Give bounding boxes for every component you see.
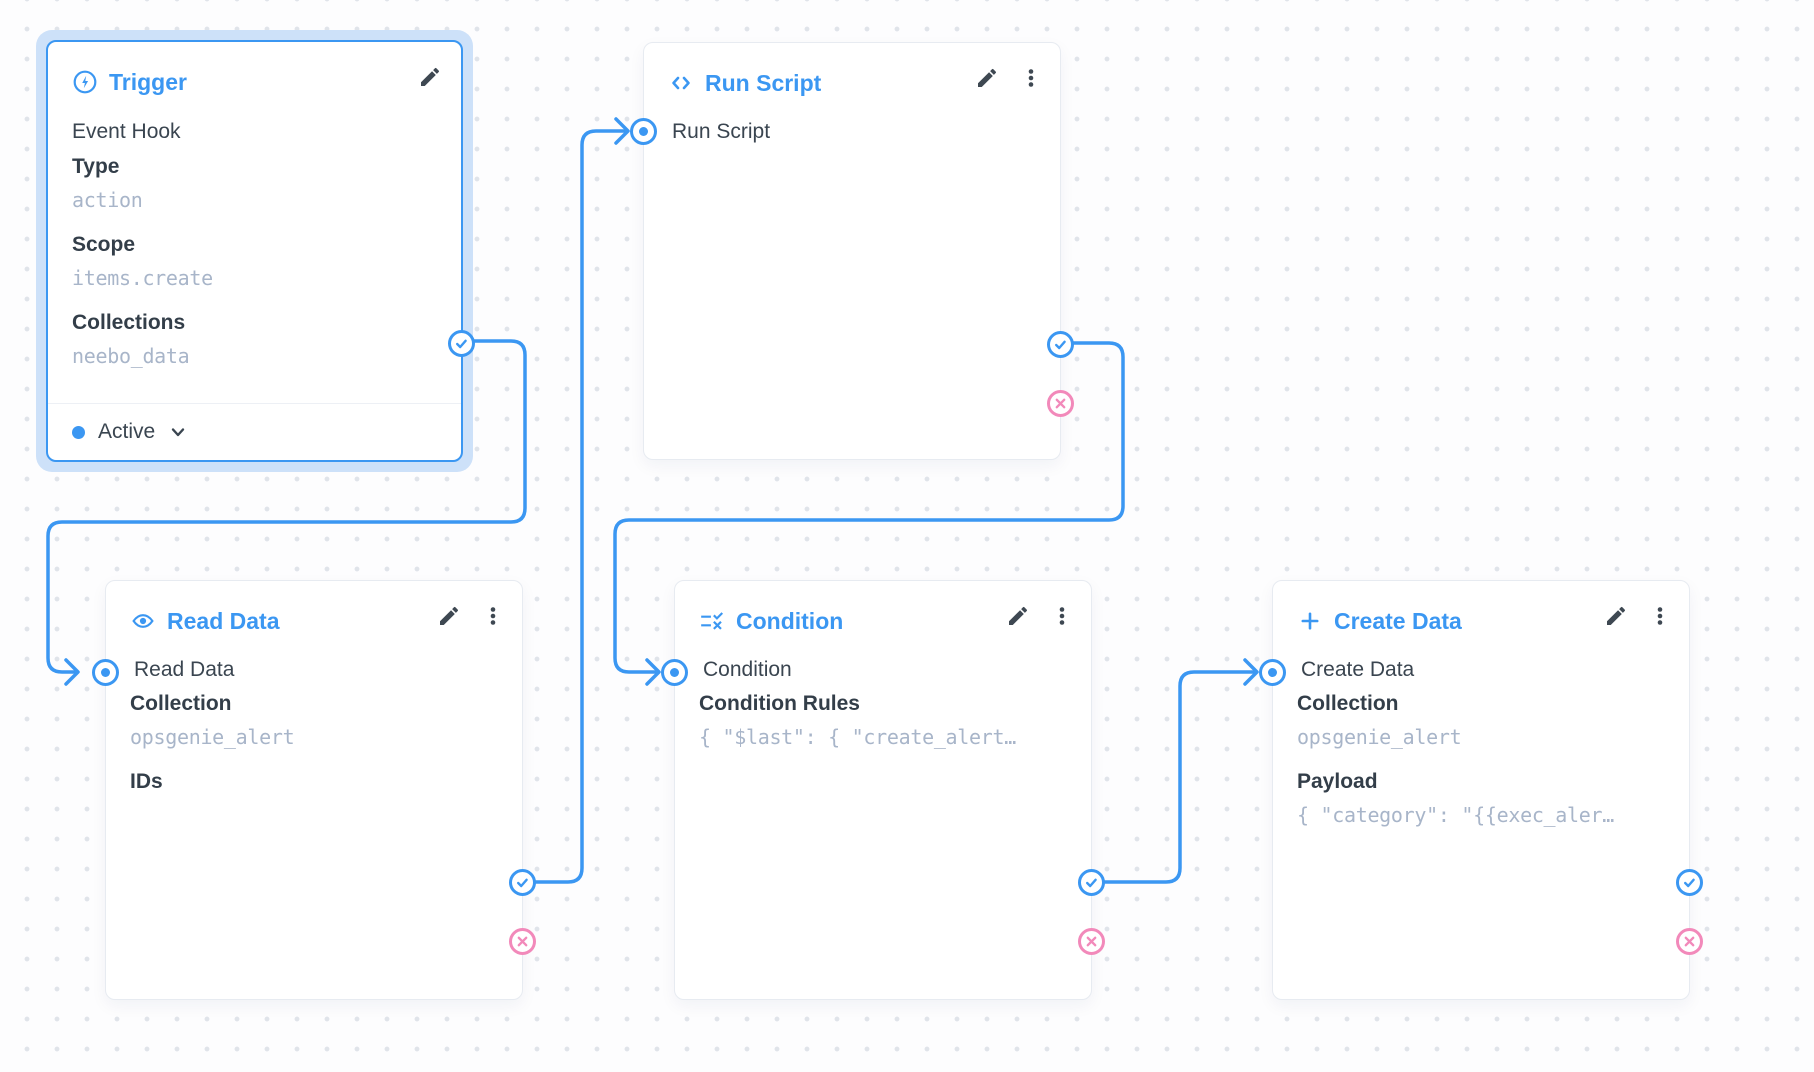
resolve-port[interactable] bbox=[1078, 869, 1105, 896]
rule-icon bbox=[699, 608, 725, 634]
reject-port[interactable] bbox=[1047, 390, 1074, 417]
node-title: Condition bbox=[736, 607, 844, 634]
edit-button[interactable] bbox=[417, 64, 443, 90]
field-label: Payload bbox=[1297, 770, 1378, 793]
status-active-dot bbox=[72, 425, 85, 439]
edit-button[interactable] bbox=[436, 603, 462, 629]
arrowhead-create-data bbox=[1243, 658, 1259, 686]
arrowhead-run-script bbox=[614, 117, 630, 145]
edit-button[interactable] bbox=[974, 65, 1000, 91]
field-label: Type bbox=[72, 155, 120, 178]
node-read-data[interactable]: Read Data Read Data Collection opsgenie_… bbox=[92, 580, 536, 1000]
field-label: Condition Rules bbox=[699, 692, 860, 715]
input-port-label: Condition bbox=[703, 658, 792, 681]
connection-condition-to-create-data bbox=[1092, 670, 1257, 884]
chevron-down-icon bbox=[168, 422, 188, 442]
field-value: opsgenie_alert bbox=[130, 725, 295, 749]
connection-trigger-to-read-data bbox=[46, 339, 527, 674]
input-port[interactable] bbox=[630, 118, 657, 145]
more-options-button[interactable] bbox=[1049, 603, 1075, 629]
field-label: IDs bbox=[130, 770, 163, 793]
node-title: Trigger bbox=[109, 68, 187, 95]
arrowhead-condition bbox=[645, 658, 661, 686]
trigger-selection-halo: Trigger Event Hook Type action Scope ite… bbox=[36, 30, 475, 472]
more-options-button[interactable] bbox=[1018, 65, 1044, 91]
field-value: { "$last": { "create_alert… bbox=[699, 725, 1017, 749]
resolve-port[interactable] bbox=[1676, 869, 1703, 896]
field-value: opsgenie_alert bbox=[1297, 725, 1462, 749]
more-options-button[interactable] bbox=[1647, 603, 1673, 629]
node-trigger[interactable]: Trigger Event Hook Type action Scope ite… bbox=[46, 40, 475, 462]
field-label: Collections bbox=[72, 311, 186, 334]
code-icon bbox=[668, 70, 694, 96]
node-create-data[interactable]: Create Data Create Data Collection opsge… bbox=[1259, 580, 1703, 1000]
status-label: Active bbox=[98, 420, 156, 443]
more-options-button[interactable] bbox=[480, 603, 506, 629]
field-value: action bbox=[72, 188, 143, 212]
input-port[interactable] bbox=[1259, 659, 1286, 686]
field-value: neebo_data bbox=[72, 344, 190, 368]
edit-button[interactable] bbox=[1005, 603, 1031, 629]
field-value: { "category": "{{exec_aler… bbox=[1297, 803, 1615, 827]
arrowhead-read-data bbox=[64, 658, 80, 686]
connection-run-script-to-condition bbox=[613, 341, 1125, 674]
plus-icon bbox=[1297, 608, 1323, 634]
input-port[interactable] bbox=[92, 659, 119, 686]
bolt-circle-icon bbox=[72, 69, 98, 95]
resolve-port[interactable] bbox=[1047, 331, 1074, 358]
node-title: Read Data bbox=[167, 607, 280, 634]
node-title: Create Data bbox=[1334, 607, 1462, 634]
field-label: Collection bbox=[1297, 692, 1399, 715]
input-port-label: Read Data bbox=[134, 658, 235, 681]
node-condition[interactable]: Condition Condition Condition Rules { "$… bbox=[661, 580, 1105, 1000]
input-port[interactable] bbox=[661, 659, 688, 686]
reject-port[interactable] bbox=[1078, 928, 1105, 955]
status-dropdown[interactable]: Active bbox=[48, 403, 461, 460]
resolve-port[interactable] bbox=[448, 330, 475, 357]
edit-button[interactable] bbox=[1603, 603, 1629, 629]
node-title: Run Script bbox=[705, 69, 822, 96]
input-port-label: Run Script bbox=[672, 120, 771, 143]
connection-read-data-to-run-script bbox=[521, 129, 628, 884]
field-value: items.create bbox=[72, 266, 213, 290]
trigger-subtitle: Event Hook bbox=[72, 120, 181, 143]
reject-port[interactable] bbox=[1676, 928, 1703, 955]
resolve-port[interactable] bbox=[509, 869, 536, 896]
field-label: Scope bbox=[72, 233, 136, 256]
reject-port[interactable] bbox=[509, 928, 536, 955]
input-port-label: Create Data bbox=[1301, 658, 1415, 681]
field-label: Collection bbox=[130, 692, 232, 715]
node-run-script[interactable]: Run Script Run Script bbox=[630, 42, 1074, 460]
eye-icon bbox=[130, 608, 156, 634]
